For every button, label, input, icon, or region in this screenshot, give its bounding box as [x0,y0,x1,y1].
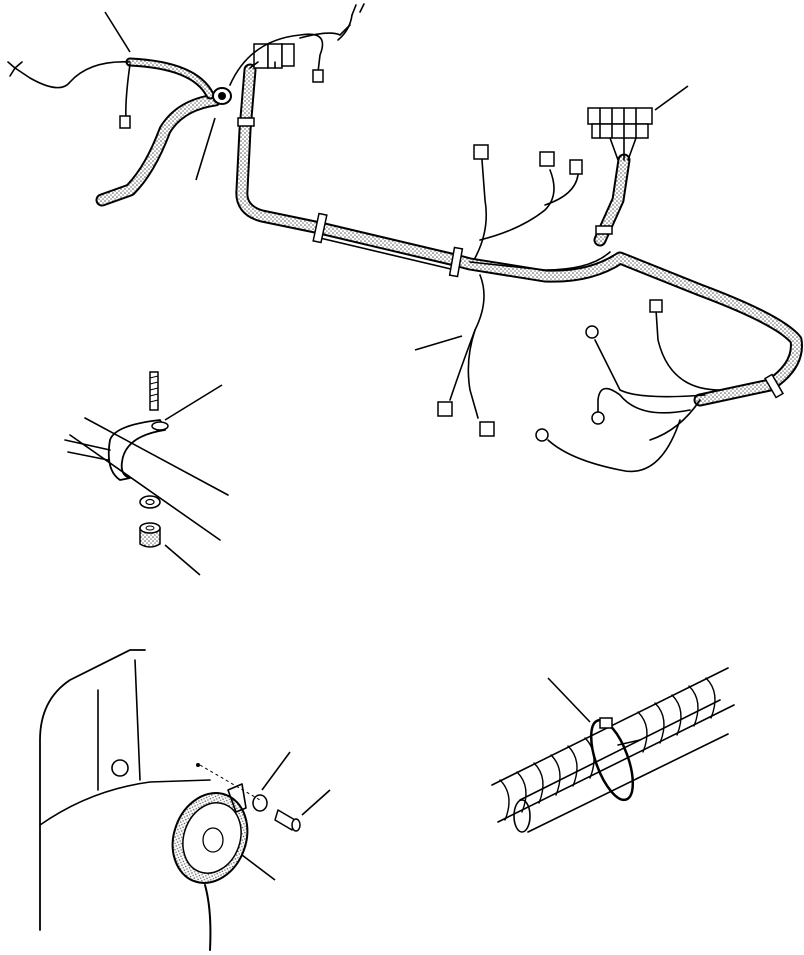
horn-washer [252,794,268,812]
wire-center-right [479,169,555,241]
bolt-threads [149,375,159,403]
tie-tail [617,739,641,746]
connector-top-center [312,69,324,83]
wire-right-to-conn [594,339,706,398]
connector-right-up [649,299,663,313]
wire-center-up [474,159,488,259]
wire-lower-center-2 [449,329,476,401]
panel-bolt [111,759,129,777]
wire-top-center [229,33,324,86]
panel-edge [39,779,211,826]
panel-outline [39,649,146,931]
mount-hole [196,763,200,767]
tube-lower [519,699,729,833]
clamp-band [107,419,166,481]
connector-top-3 [281,43,295,67]
connector-center-2 [539,151,555,167]
leader-3 [654,85,689,111]
wire-top-end-2 [337,14,353,41]
leader-clamp-nut [164,544,201,576]
cable-tie-detail [491,667,735,833]
trunk-line [319,237,456,271]
tie-band [589,718,635,802]
clamp-detail [64,371,229,576]
corrugations [499,677,716,821]
panel-inner [97,659,141,791]
harness-trunk [235,63,803,407]
grommet-hole [218,92,226,100]
tube-corrugated [491,667,735,823]
clamp-harness-bottom [69,434,221,541]
trunk-line-2 [469,251,611,271]
harness-trunk-fill [237,65,801,405]
leader-tie [547,677,591,723]
terminal-top-left [7,61,23,77]
harness-branch-left-fill [97,95,220,205]
leader-4 [414,335,463,351]
connector-block-large [587,107,653,161]
leader-horn-bolt [301,789,331,816]
leader-1 [104,11,131,53]
wire-left-drop [125,63,131,119]
band-3 [237,117,255,127]
horn-center [202,827,224,853]
band-1 [312,212,328,244]
wire-center-right-2 [544,174,579,206]
horn-bracket [227,783,247,813]
horn-wire [204,884,212,951]
connector-ring-1 [585,325,599,339]
clamp-bolt [149,371,159,411]
connector-lower-1 [437,401,453,417]
connector-ring-2 [591,411,605,425]
wire-right-up [655,309,721,391]
wire-lower-center [467,274,485,419]
wire-top-ends [299,3,365,39]
band-2 [448,246,464,278]
connector-top-wires [249,61,276,69]
wiring-harness [7,3,803,473]
harness-branch-top-left-fill [127,59,213,98]
wire-right-loop [597,387,691,414]
band-5 [764,373,784,399]
connector-center-1 [473,144,489,160]
connector-center-3 [569,159,583,175]
wire-top-left [14,61,131,89]
connector-left-drop [119,115,131,129]
clamp-hole [151,421,169,431]
horn-assembly [39,649,331,951]
leader-horn [241,854,276,881]
wire-right-bottom [547,419,681,473]
clamp-harness-top [84,417,229,496]
connector-ring-3 [535,428,549,442]
tie-head [599,717,613,729]
clamp-wires [64,439,111,461]
leader-2 [195,117,216,181]
leader-horn-washer [261,751,291,791]
band-4 [595,225,613,235]
leader-clamp-bolt [164,384,223,421]
horn-bolt [274,809,296,831]
connector-lower-2 [479,421,495,437]
